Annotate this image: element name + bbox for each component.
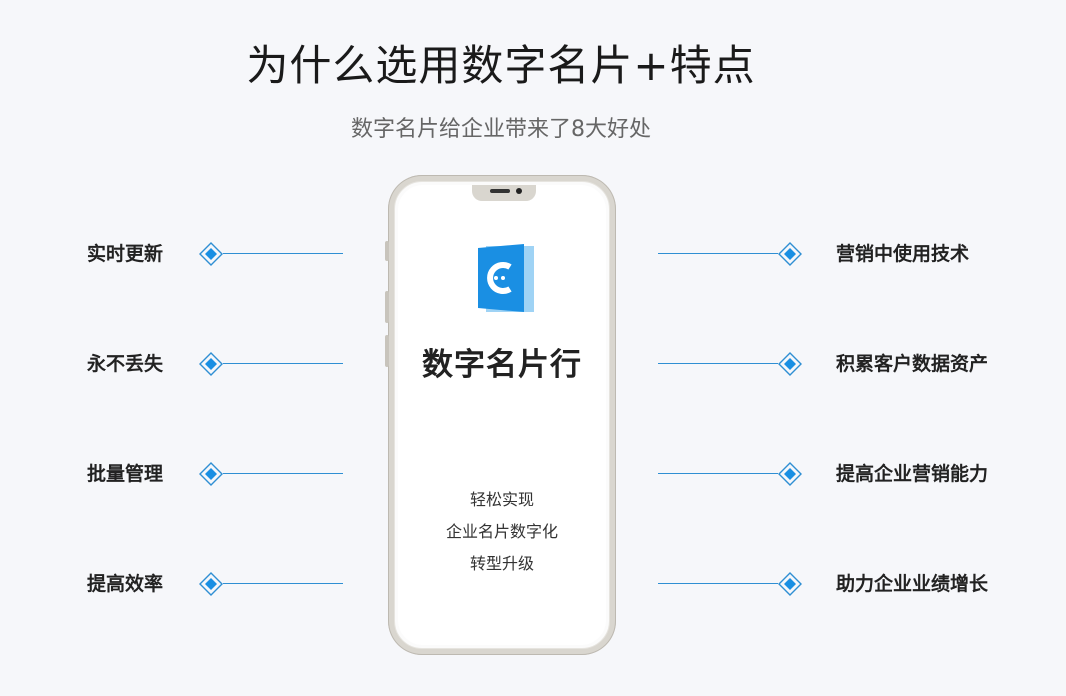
- diamond-icon: [778, 462, 802, 486]
- diamond-icon: [778, 242, 802, 266]
- diamond-icon: [199, 242, 223, 266]
- feature-label: 批量管理: [87, 463, 164, 485]
- feature-label: 提高企业营销能力: [836, 463, 989, 485]
- phone-notch: [472, 185, 536, 201]
- phone-mockup: 数字名片行 轻松实现 企业名片数字化 转型升级: [385, 175, 616, 655]
- feature-marketing-tech: 营销中使用技术: [658, 239, 1018, 269]
- tagline-line: 转型升级: [469, 554, 534, 573]
- feature-label: 营销中使用技术: [836, 243, 970, 265]
- speaker-icon: [490, 189, 510, 193]
- app-name: 数字名片行: [422, 347, 582, 383]
- page-subtitle: 数字名片给企业带来了8大好处: [351, 117, 651, 142]
- phone-bezel: 数字名片行 轻松实现 企业名片数字化 转型升级: [394, 181, 610, 649]
- connector-line: [223, 473, 343, 474]
- feature-label: 助力企业业绩增长: [836, 573, 989, 595]
- page-title: 为什么选用数字名片+特点: [246, 41, 756, 90]
- phone-side-button: [385, 291, 389, 323]
- phone-side-button: [385, 335, 389, 367]
- connector-line: [658, 473, 778, 474]
- connector-line: [223, 253, 343, 254]
- feature-realtime-update: 实时更新: [87, 239, 347, 269]
- chat-card-logo-icon: [478, 244, 534, 312]
- feature-label: 积累客户数据资产: [836, 353, 989, 375]
- camera-icon: [516, 188, 522, 194]
- feature-label: 实时更新: [87, 243, 164, 265]
- phone-screen: 数字名片行 轻松实现 企业名片数字化 转型升级: [398, 185, 606, 645]
- tagline-line: 轻松实现: [469, 490, 534, 509]
- diamond-icon: [778, 352, 802, 376]
- feature-performance-growth: 助力企业业绩增长: [658, 569, 1018, 599]
- connector-line: [223, 363, 343, 364]
- connector-line: [658, 363, 778, 364]
- diamond-icon: [199, 352, 223, 376]
- phone-side-button: [385, 241, 389, 261]
- diamond-icon: [199, 572, 223, 596]
- feature-label: 永不丢失: [87, 353, 164, 375]
- feature-never-lost: 永不丢失: [87, 349, 347, 379]
- connector-line: [658, 583, 778, 584]
- diamond-icon: [778, 572, 802, 596]
- feature-batch-manage: 批量管理: [87, 459, 347, 489]
- feature-customer-data: 积累客户数据资产: [658, 349, 1018, 379]
- tagline-line: 企业名片数字化: [445, 522, 558, 541]
- connector-line: [658, 253, 778, 254]
- feature-label: 提高效率: [87, 573, 164, 595]
- connector-line: [223, 583, 343, 584]
- feature-efficiency: 提高效率: [87, 569, 347, 599]
- feature-marketing-ability: 提高企业营销能力: [658, 459, 1018, 489]
- diamond-icon: [199, 462, 223, 486]
